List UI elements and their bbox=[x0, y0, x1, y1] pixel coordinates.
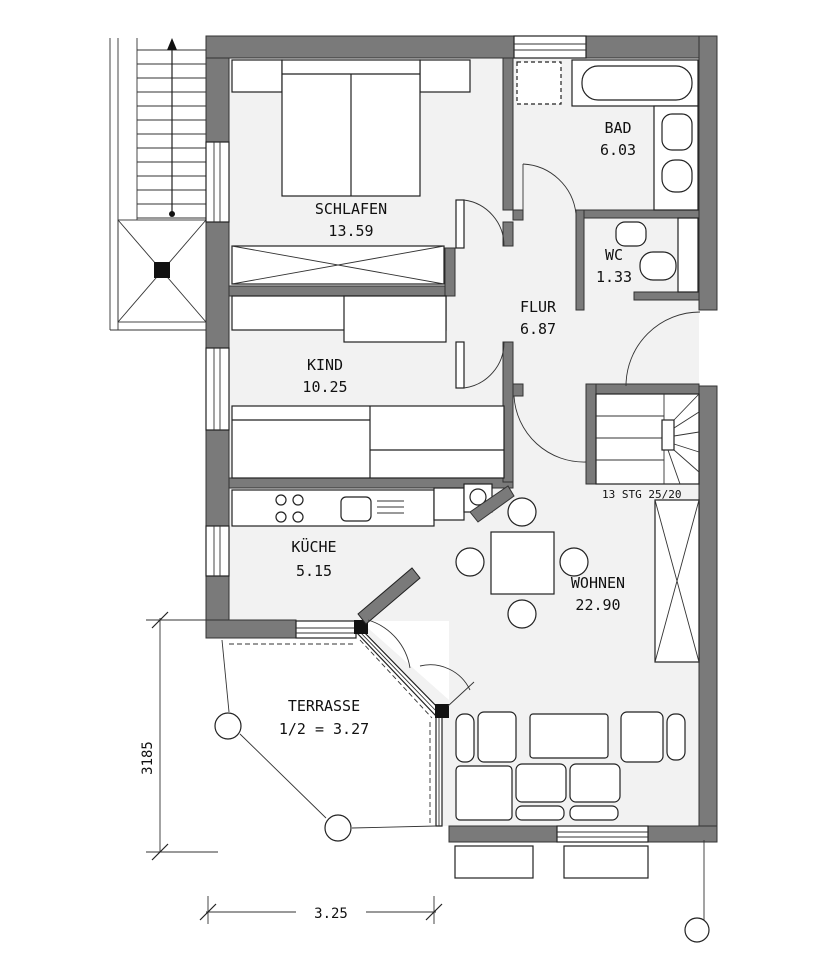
doors bbox=[455, 163, 701, 463]
room-name-kind: KIND bbox=[307, 356, 343, 374]
chair bbox=[507, 497, 537, 527]
room-name-flur: FLUR bbox=[520, 298, 557, 316]
stairs-label: 13 STG 25/20 bbox=[602, 488, 681, 501]
room-area-flur: 6.87 bbox=[520, 320, 556, 338]
room-labels: SCHLAFEN 13.59 BAD 6.03 WC 1.33 FLUR 6.8… bbox=[279, 119, 636, 738]
room-area-bad: 6.03 bbox=[600, 141, 636, 159]
exterior-staircase bbox=[109, 38, 207, 331]
wc-basin bbox=[615, 221, 647, 247]
terrace-column bbox=[214, 712, 242, 740]
outdoor-furniture bbox=[454, 845, 649, 879]
room-name-wohnen: WOHNEN bbox=[571, 574, 625, 592]
toilet bbox=[661, 159, 693, 193]
washbasin bbox=[661, 113, 693, 151]
room-name-bad: BAD bbox=[604, 119, 631, 137]
room-area-wohnen: 22.90 bbox=[575, 596, 620, 614]
post bbox=[435, 704, 449, 718]
room-area-kind: 10.25 bbox=[302, 378, 347, 396]
sink bbox=[340, 496, 404, 522]
windows bbox=[205, 35, 649, 843]
room-area-terrasse: 1/2 = 3.27 bbox=[279, 720, 369, 738]
column bbox=[154, 262, 170, 278]
walls bbox=[205, 35, 718, 843]
wc-fixtures bbox=[615, 217, 699, 293]
wc-toilet bbox=[639, 251, 677, 281]
room-area-wc: 1.33 bbox=[596, 268, 632, 286]
dining-table bbox=[490, 531, 555, 595]
bed bbox=[231, 405, 505, 479]
living-room-furniture bbox=[455, 497, 700, 821]
dimension-height-label: 3185 bbox=[140, 741, 156, 775]
kitchen-furniture bbox=[231, 483, 515, 527]
terrace-column bbox=[324, 814, 352, 842]
chair bbox=[559, 547, 589, 577]
bedroom-furniture bbox=[231, 59, 471, 285]
stove bbox=[275, 494, 304, 523]
terrace bbox=[214, 639, 437, 842]
room-area-kueche: 5.15 bbox=[296, 562, 332, 580]
chair bbox=[507, 599, 537, 629]
dimension-width-label: 3.25 bbox=[314, 906, 348, 922]
room-name-wc: WC bbox=[605, 246, 623, 264]
kinderzimmer-furniture bbox=[231, 295, 505, 479]
bathroom-fixtures bbox=[516, 59, 699, 211]
sofa bbox=[455, 765, 513, 821]
room-name-schlafen: SCHLAFEN bbox=[315, 200, 387, 218]
room-name-kueche: KÜCHE bbox=[291, 537, 336, 556]
chair bbox=[455, 547, 485, 577]
coffee-table bbox=[529, 713, 609, 759]
interior-staircase bbox=[595, 393, 700, 485]
kitchen-counter bbox=[231, 489, 435, 527]
room-area-schlafen: 13.59 bbox=[328, 222, 373, 240]
room-name-terrasse: TERRASSE bbox=[288, 697, 360, 715]
post bbox=[354, 620, 368, 634]
